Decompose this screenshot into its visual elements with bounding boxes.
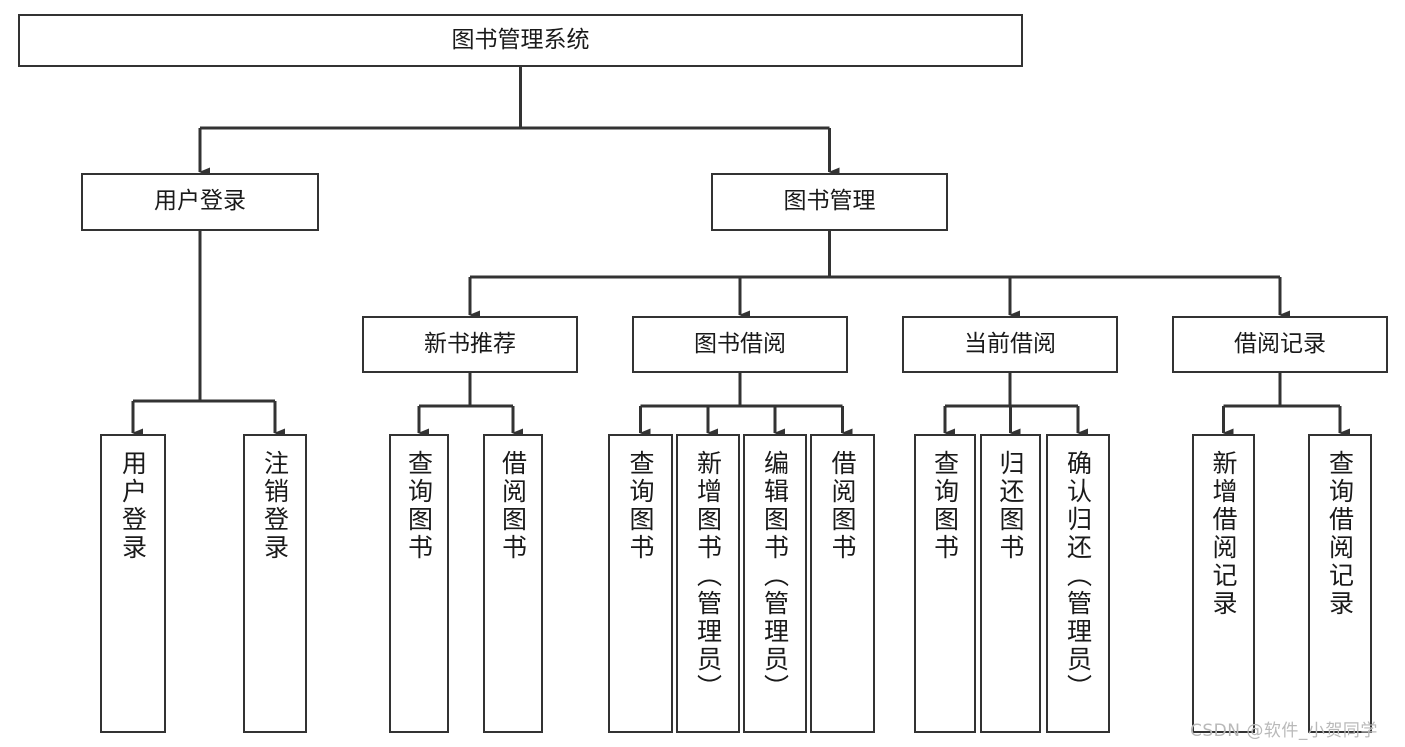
node-label: 归还图书 — [996, 450, 1025, 562]
node-label: 当前借阅 — [964, 330, 1056, 357]
node-label: 注销登录 — [260, 450, 290, 562]
node-leaf_12[interactable]: 查询借阅记录 — [1308, 434, 1372, 733]
node-label: 查询图书 — [626, 450, 655, 562]
node-leaf_0[interactable]: 用户登录 — [100, 434, 166, 733]
node-leaf_5[interactable]: 新增图书（管理员） — [676, 434, 740, 733]
node-l2_1[interactable]: 图书管理 — [711, 173, 948, 231]
node-label: 新书推荐 — [424, 330, 516, 357]
node-label: 新增借阅记录 — [1209, 450, 1238, 618]
node-leaf_1[interactable]: 注销登录 — [243, 434, 307, 733]
node-label: 图书管理系统 — [451, 26, 590, 53]
node-l3_2[interactable]: 当前借阅 — [902, 316, 1118, 373]
node-label: 编辑图书（管理员） — [760, 450, 790, 702]
node-label: 查询图书 — [404, 450, 434, 562]
node-label: 用户登录 — [118, 450, 148, 562]
node-label: 借阅图书 — [828, 450, 857, 562]
node-l3_0[interactable]: 新书推荐 — [362, 316, 578, 373]
node-leaf_11[interactable]: 新增借阅记录 — [1192, 434, 1255, 733]
node-leaf_10[interactable]: 确认归还（管理员） — [1046, 434, 1110, 733]
node-leaf_7[interactable]: 借阅图书 — [810, 434, 875, 733]
node-leaf_4[interactable]: 查询图书 — [608, 434, 673, 733]
node-label: 借阅图书 — [498, 450, 528, 562]
node-root[interactable]: 图书管理系统 — [18, 14, 1023, 67]
node-l3_1[interactable]: 图书借阅 — [632, 316, 848, 373]
node-label: 图书管理 — [783, 188, 876, 215]
node-label: 确认归还（管理员） — [1063, 450, 1093, 702]
node-leaf_2[interactable]: 查询图书 — [389, 434, 449, 733]
node-leaf_8[interactable]: 查询图书 — [914, 434, 976, 733]
node-l3_3[interactable]: 借阅记录 — [1172, 316, 1388, 373]
node-l2_0[interactable]: 用户登录 — [81, 173, 319, 231]
node-leaf_3[interactable]: 借阅图书 — [483, 434, 543, 733]
node-label: 新增图书（管理员） — [693, 450, 723, 702]
node-label: 查询借阅记录 — [1325, 450, 1355, 618]
node-leaf_9[interactable]: 归还图书 — [980, 434, 1041, 733]
node-label: 查询图书 — [930, 450, 960, 562]
node-label: 借阅记录 — [1234, 330, 1326, 357]
node-label: 图书借阅 — [694, 330, 786, 357]
node-label: 用户登录 — [154, 188, 246, 215]
node-leaf_6[interactable]: 编辑图书（管理员） — [743, 434, 807, 733]
